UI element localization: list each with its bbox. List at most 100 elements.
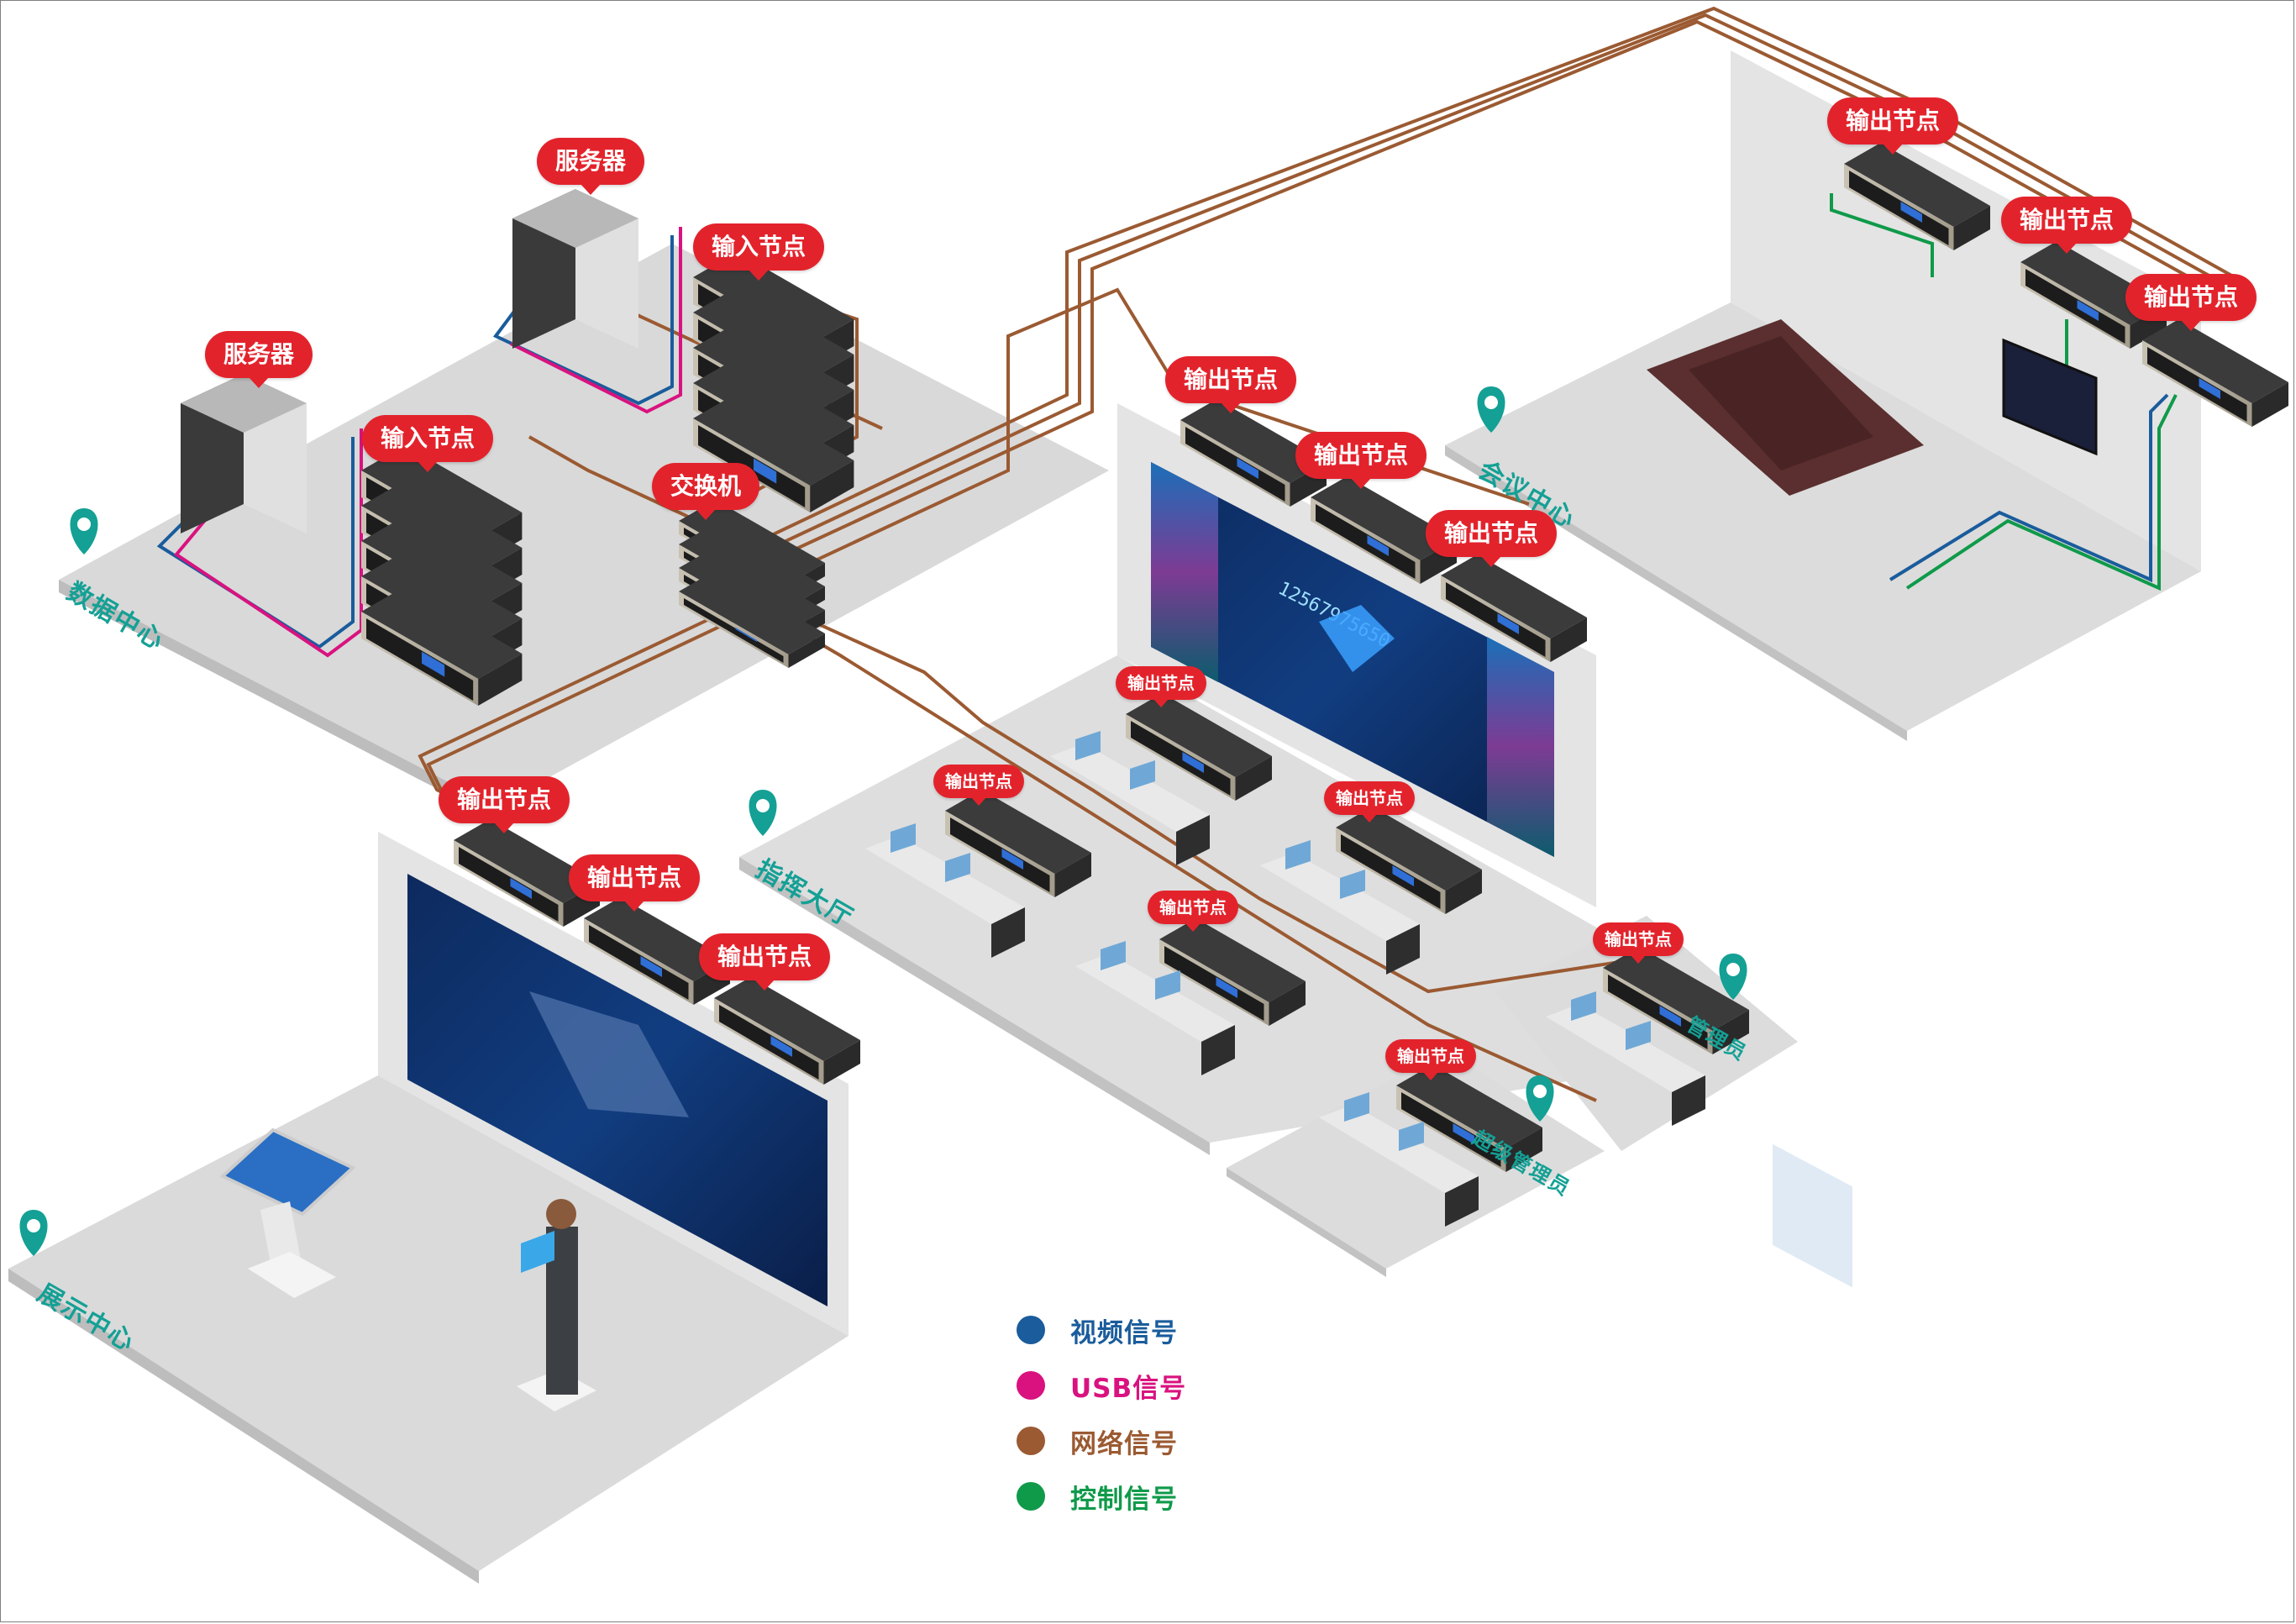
lcd-display bbox=[1497, 613, 1519, 634]
lcd-display bbox=[770, 1036, 792, 1057]
legend-label: 网络信号 bbox=[1070, 1428, 1178, 1459]
usb-signal-dot-icon bbox=[1017, 1371, 1045, 1400]
tag-output-node-desk-2: 输出节点 bbox=[933, 765, 1024, 806]
lcd-display bbox=[754, 458, 777, 484]
input-node[interactable] bbox=[361, 586, 523, 706]
lcd-display bbox=[1659, 1006, 1681, 1027]
output-node[interactable] bbox=[1844, 143, 1990, 250]
location-pin-icon bbox=[1526, 1075, 1554, 1122]
monitor bbox=[1340, 870, 1365, 899]
kiosk bbox=[219, 1127, 356, 1298]
output-node[interactable] bbox=[584, 897, 730, 1005]
lcd-display bbox=[2199, 378, 2220, 399]
lcd-display bbox=[1453, 1123, 1474, 1144]
lcd-display bbox=[1367, 535, 1389, 556]
operator-console bbox=[1546, 991, 1705, 1126]
command-video-wall: 12567975650 bbox=[1151, 462, 1554, 857]
output-node[interactable] bbox=[945, 790, 1091, 897]
conference-table bbox=[1647, 319, 1924, 496]
legend-label: 控制信号 bbox=[1070, 1484, 1178, 1515]
monitor bbox=[1155, 970, 1180, 1000]
output-node[interactable] bbox=[1603, 947, 1749, 1054]
server-rack-1[interactable] bbox=[181, 374, 307, 533]
tag-output-node-disp-3: 输出节点 bbox=[698, 933, 831, 991]
server-rack-2[interactable] bbox=[512, 189, 638, 349]
output-node[interactable] bbox=[1336, 807, 1482, 914]
input-node-stack-1[interactable] bbox=[361, 445, 523, 706]
switch-unit[interactable] bbox=[679, 570, 825, 668]
lcd-display bbox=[510, 878, 532, 899]
legend-item-control: 控制信号 bbox=[1017, 1469, 1186, 1524]
legend-item-usb: USB信号 bbox=[1017, 1358, 1186, 1413]
monitor bbox=[945, 853, 970, 882]
video-signal-dot-icon bbox=[1017, 1316, 1045, 1344]
lcd-display bbox=[1392, 865, 1414, 886]
output-nodes[interactable] bbox=[454, 143, 2288, 1172]
input-node-stack-2[interactable] bbox=[693, 252, 854, 512]
tag-output-node-cmd-wall-2: 输出节点 bbox=[1295, 432, 1427, 489]
conference-tv bbox=[2002, 338, 2098, 456]
tag-input-node-1: 输入节点 bbox=[361, 415, 494, 472]
video-cables bbox=[156, 235, 2169, 649]
operator-console bbox=[1319, 1092, 1479, 1227]
floor-data-center bbox=[59, 244, 1109, 819]
tag-output-node-conf-3: 输出节点 bbox=[2125, 274, 2257, 331]
output-node[interactable] bbox=[1396, 1064, 1542, 1172]
operator-console bbox=[1260, 840, 1420, 975]
lcd-display bbox=[735, 628, 757, 642]
lcd-display bbox=[1900, 202, 1922, 223]
lcd-display bbox=[1216, 977, 1237, 998]
signal-legend: 视频信号 USB信号 网络信号 控制信号 bbox=[1017, 1302, 1186, 1524]
output-node[interactable] bbox=[714, 977, 860, 1085]
tag-output-node-super-admin: 输出节点 bbox=[1385, 1039, 1476, 1080]
tag-switch: 交换机 bbox=[651, 463, 760, 520]
monitor bbox=[1130, 760, 1155, 790]
tag-output-node-conf-1: 输出节点 bbox=[1826, 97, 1959, 155]
tag-output-node-cmd-wall-3: 输出节点 bbox=[1425, 510, 1558, 567]
monitor bbox=[1285, 840, 1311, 870]
location-pin-icon bbox=[19, 1210, 48, 1256]
location-pin-icon bbox=[1719, 954, 1747, 1000]
legend-label: 视频信号 bbox=[1070, 1317, 1178, 1348]
tag-output-node-disp-1: 输出节点 bbox=[438, 776, 570, 833]
operator-console bbox=[1075, 941, 1235, 1075]
tag-server-2: 服务器 bbox=[536, 138, 645, 195]
lcd-display bbox=[422, 651, 445, 677]
monitor bbox=[1571, 991, 1596, 1021]
location-pin-icon bbox=[70, 508, 98, 554]
operator-console bbox=[1050, 731, 1210, 865]
tag-output-node-disp-2: 输出节点 bbox=[568, 854, 701, 912]
control-cables bbox=[1830, 193, 2178, 591]
lcd-display bbox=[1001, 849, 1023, 870]
curtain-windows bbox=[1773, 1143, 1852, 1288]
control-signal-dot-icon bbox=[1017, 1482, 1045, 1511]
output-node[interactable] bbox=[1441, 554, 1587, 662]
lcd-display bbox=[2077, 300, 2099, 321]
monitor bbox=[891, 823, 916, 853]
tag-output-node-cmd-wall-1: 输出节点 bbox=[1164, 356, 1297, 413]
tag-output-node-desk-1: 输出节点 bbox=[1116, 666, 1206, 707]
tag-output-node-admin: 输出节点 bbox=[1593, 922, 1684, 964]
switch-stack[interactable] bbox=[679, 500, 825, 668]
legend-item-network: 网络信号 bbox=[1017, 1413, 1186, 1469]
output-node[interactable] bbox=[1159, 918, 1306, 1026]
monitor bbox=[1399, 1122, 1424, 1151]
lcd-display bbox=[640, 956, 662, 977]
output-node[interactable] bbox=[1126, 693, 1272, 801]
lcd-display bbox=[1237, 458, 1258, 479]
location-pin-icon bbox=[1477, 386, 1505, 433]
monitor bbox=[1101, 941, 1126, 970]
legend-item-video: 视频信号 bbox=[1017, 1302, 1186, 1358]
location-pin-icon bbox=[749, 790, 777, 836]
tag-input-node-2: 输入节点 bbox=[692, 223, 825, 281]
tag-output-node-desk-3: 输出节点 bbox=[1324, 781, 1415, 823]
display-video-wall bbox=[407, 874, 828, 1306]
tag-output-node-desk-4: 输出节点 bbox=[1148, 891, 1238, 932]
output-node[interactable] bbox=[2142, 319, 2288, 427]
monitor bbox=[1075, 731, 1101, 760]
output-node[interactable] bbox=[454, 819, 600, 927]
input-node[interactable] bbox=[693, 393, 854, 512]
operator-console bbox=[865, 823, 1025, 958]
